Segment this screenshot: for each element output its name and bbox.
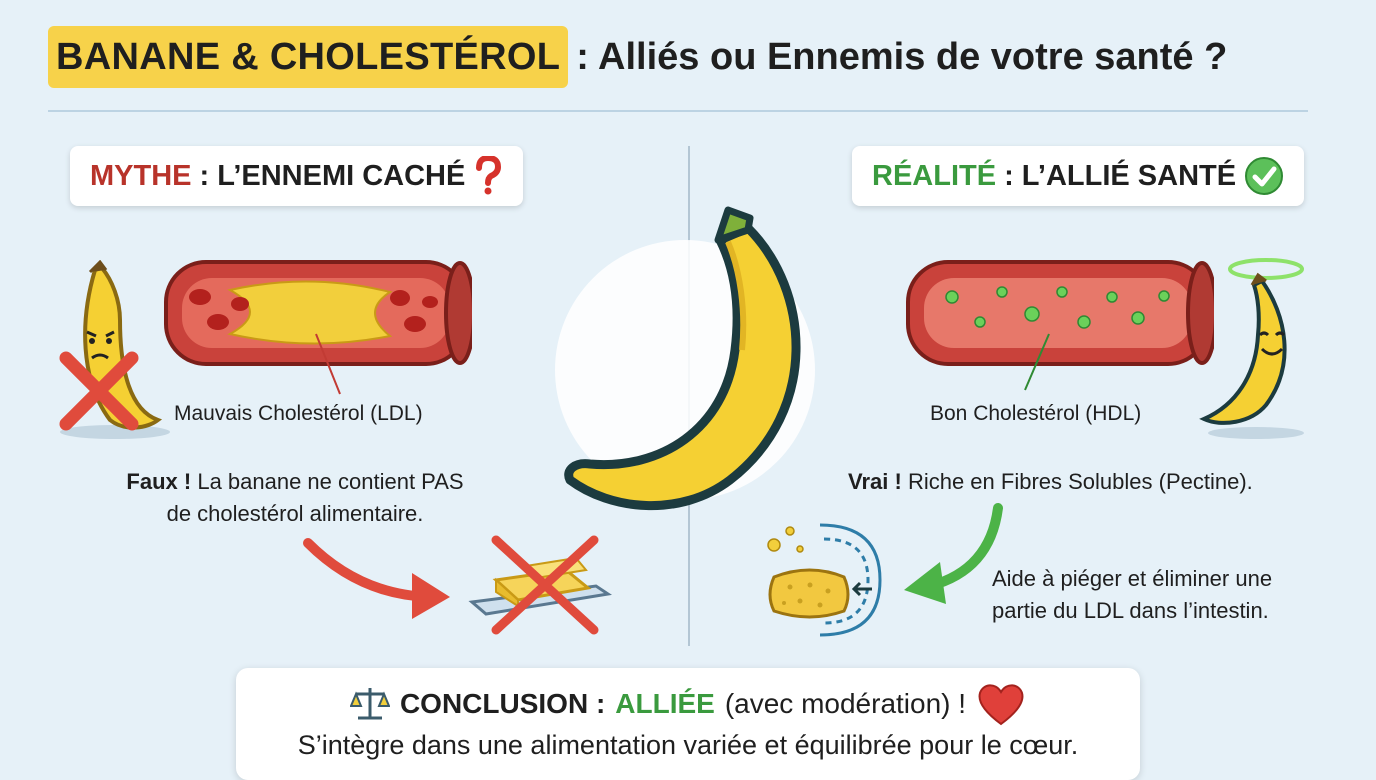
check-circle-icon [1245, 157, 1284, 195]
reality-heading-rest: : L’ALLIÉ SANTÉ [1004, 159, 1237, 192]
myth-keyword: MYTHE [90, 159, 192, 192]
conclusion-suffix: (avec modération) ! [724, 688, 967, 719]
hdl-pointer [1024, 333, 1050, 391]
myth-emphasis: Faux ! [126, 469, 192, 494]
title-subtitle: : Alliés ou Ennemis de votre santé ? [576, 35, 1228, 78]
page-title: BANANE & CHOLESTÉROL : Alliés ou Ennemis… [48, 26, 1227, 88]
question-mark-icon [476, 156, 502, 195]
conclusion-box: CONCLUSION : ALLIÉE (avec modération) ! … [236, 668, 1140, 780]
aid-text-line1: Aide à piéger et éliminer une [992, 566, 1273, 591]
green-arrow-icon [904, 503, 1003, 604]
scale-icon [349, 688, 390, 720]
happy-banana [1199, 258, 1304, 439]
myth-heading: MYTHE : L’ENNEMI CACHÉ [70, 146, 524, 206]
myth-text: Faux ! La banane ne contient PAS de chol… [60, 466, 530, 530]
reality-text-body: Riche en Fibres Solubles (Pectine). [907, 469, 1253, 494]
reality-keyword: RÉALITÉ [872, 159, 997, 192]
aid-text: Aide à piéger et éliminer une partie du … [992, 563, 1362, 627]
cross-icon [59, 351, 139, 431]
arrow-icon [303, 538, 450, 619]
aid-text-line2: partie du LDL dans l’intestin. [992, 598, 1269, 623]
reality-emphasis: Vrai ! [848, 469, 902, 494]
healthy-artery [906, 260, 1214, 366]
reality-heading: RÉALITÉ : L’ALLIÉ SANTÉ [852, 146, 1305, 206]
central-banana [555, 206, 815, 510]
clogged-artery [164, 260, 472, 366]
ldl-label: Mauvais Cholestérol (LDL) [174, 402, 423, 425]
hdl-label: Bon Cholestérol (HDL) [930, 402, 1142, 425]
ldl-pointer [315, 333, 341, 395]
conclusion-highlight: ALLIÉE [615, 688, 715, 719]
conclusion-line2: S’intègre dans une alimentation variée e… [297, 730, 1079, 760]
title-highlight: BANANE & CHOLESTÉROL [48, 26, 569, 88]
myth-text-line2: de cholestérol alimentaire. [166, 501, 424, 526]
myth-text-line1: La banane ne contient PAS [197, 469, 464, 494]
fiber-sponge [767, 523, 882, 637]
butter-crossed [468, 535, 613, 635]
reality-text: Vrai ! Riche en Fibres Solubles (Pectine… [848, 466, 1348, 498]
myth-heading-rest: : L’ENNEMI CACHÉ [199, 159, 466, 192]
heart-icon [978, 684, 1024, 726]
conclusion-prefix: CONCLUSION : [399, 688, 606, 719]
top-divider [48, 110, 1308, 112]
conclusion-line1: CONCLUSION : ALLIÉE (avec modération) ! [236, 682, 1140, 726]
